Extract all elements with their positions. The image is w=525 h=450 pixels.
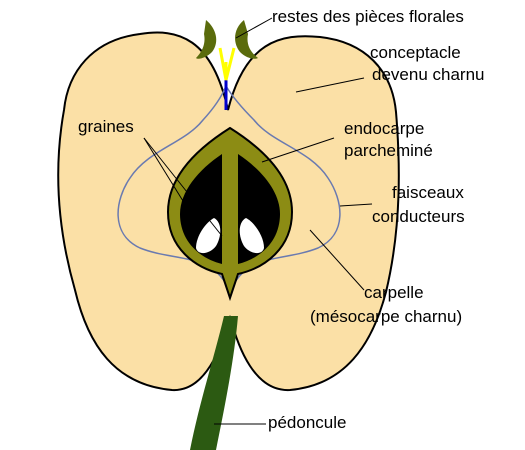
label-bundles-1: faisceaux: [392, 183, 464, 202]
label-endocarp-2: parcheminé: [344, 141, 433, 160]
label-receptacle-1: conceptacle: [370, 43, 461, 62]
label-seeds: graines: [78, 117, 134, 136]
label-bundles-2: conducteurs: [372, 207, 465, 226]
label-receptacle-2: devenu charnu: [372, 65, 484, 84]
label-peduncle: pédoncule: [268, 413, 346, 432]
sepal-right: [235, 20, 258, 59]
label-floral-remains: restes des pièces florales: [272, 7, 464, 26]
style-remnants: [220, 48, 234, 80]
label-endocarp-1: endocarpe: [344, 119, 424, 138]
label-carpel-1: carpelle: [364, 283, 424, 302]
label-carpel-2: (mésocarpe charnu): [310, 307, 462, 326]
